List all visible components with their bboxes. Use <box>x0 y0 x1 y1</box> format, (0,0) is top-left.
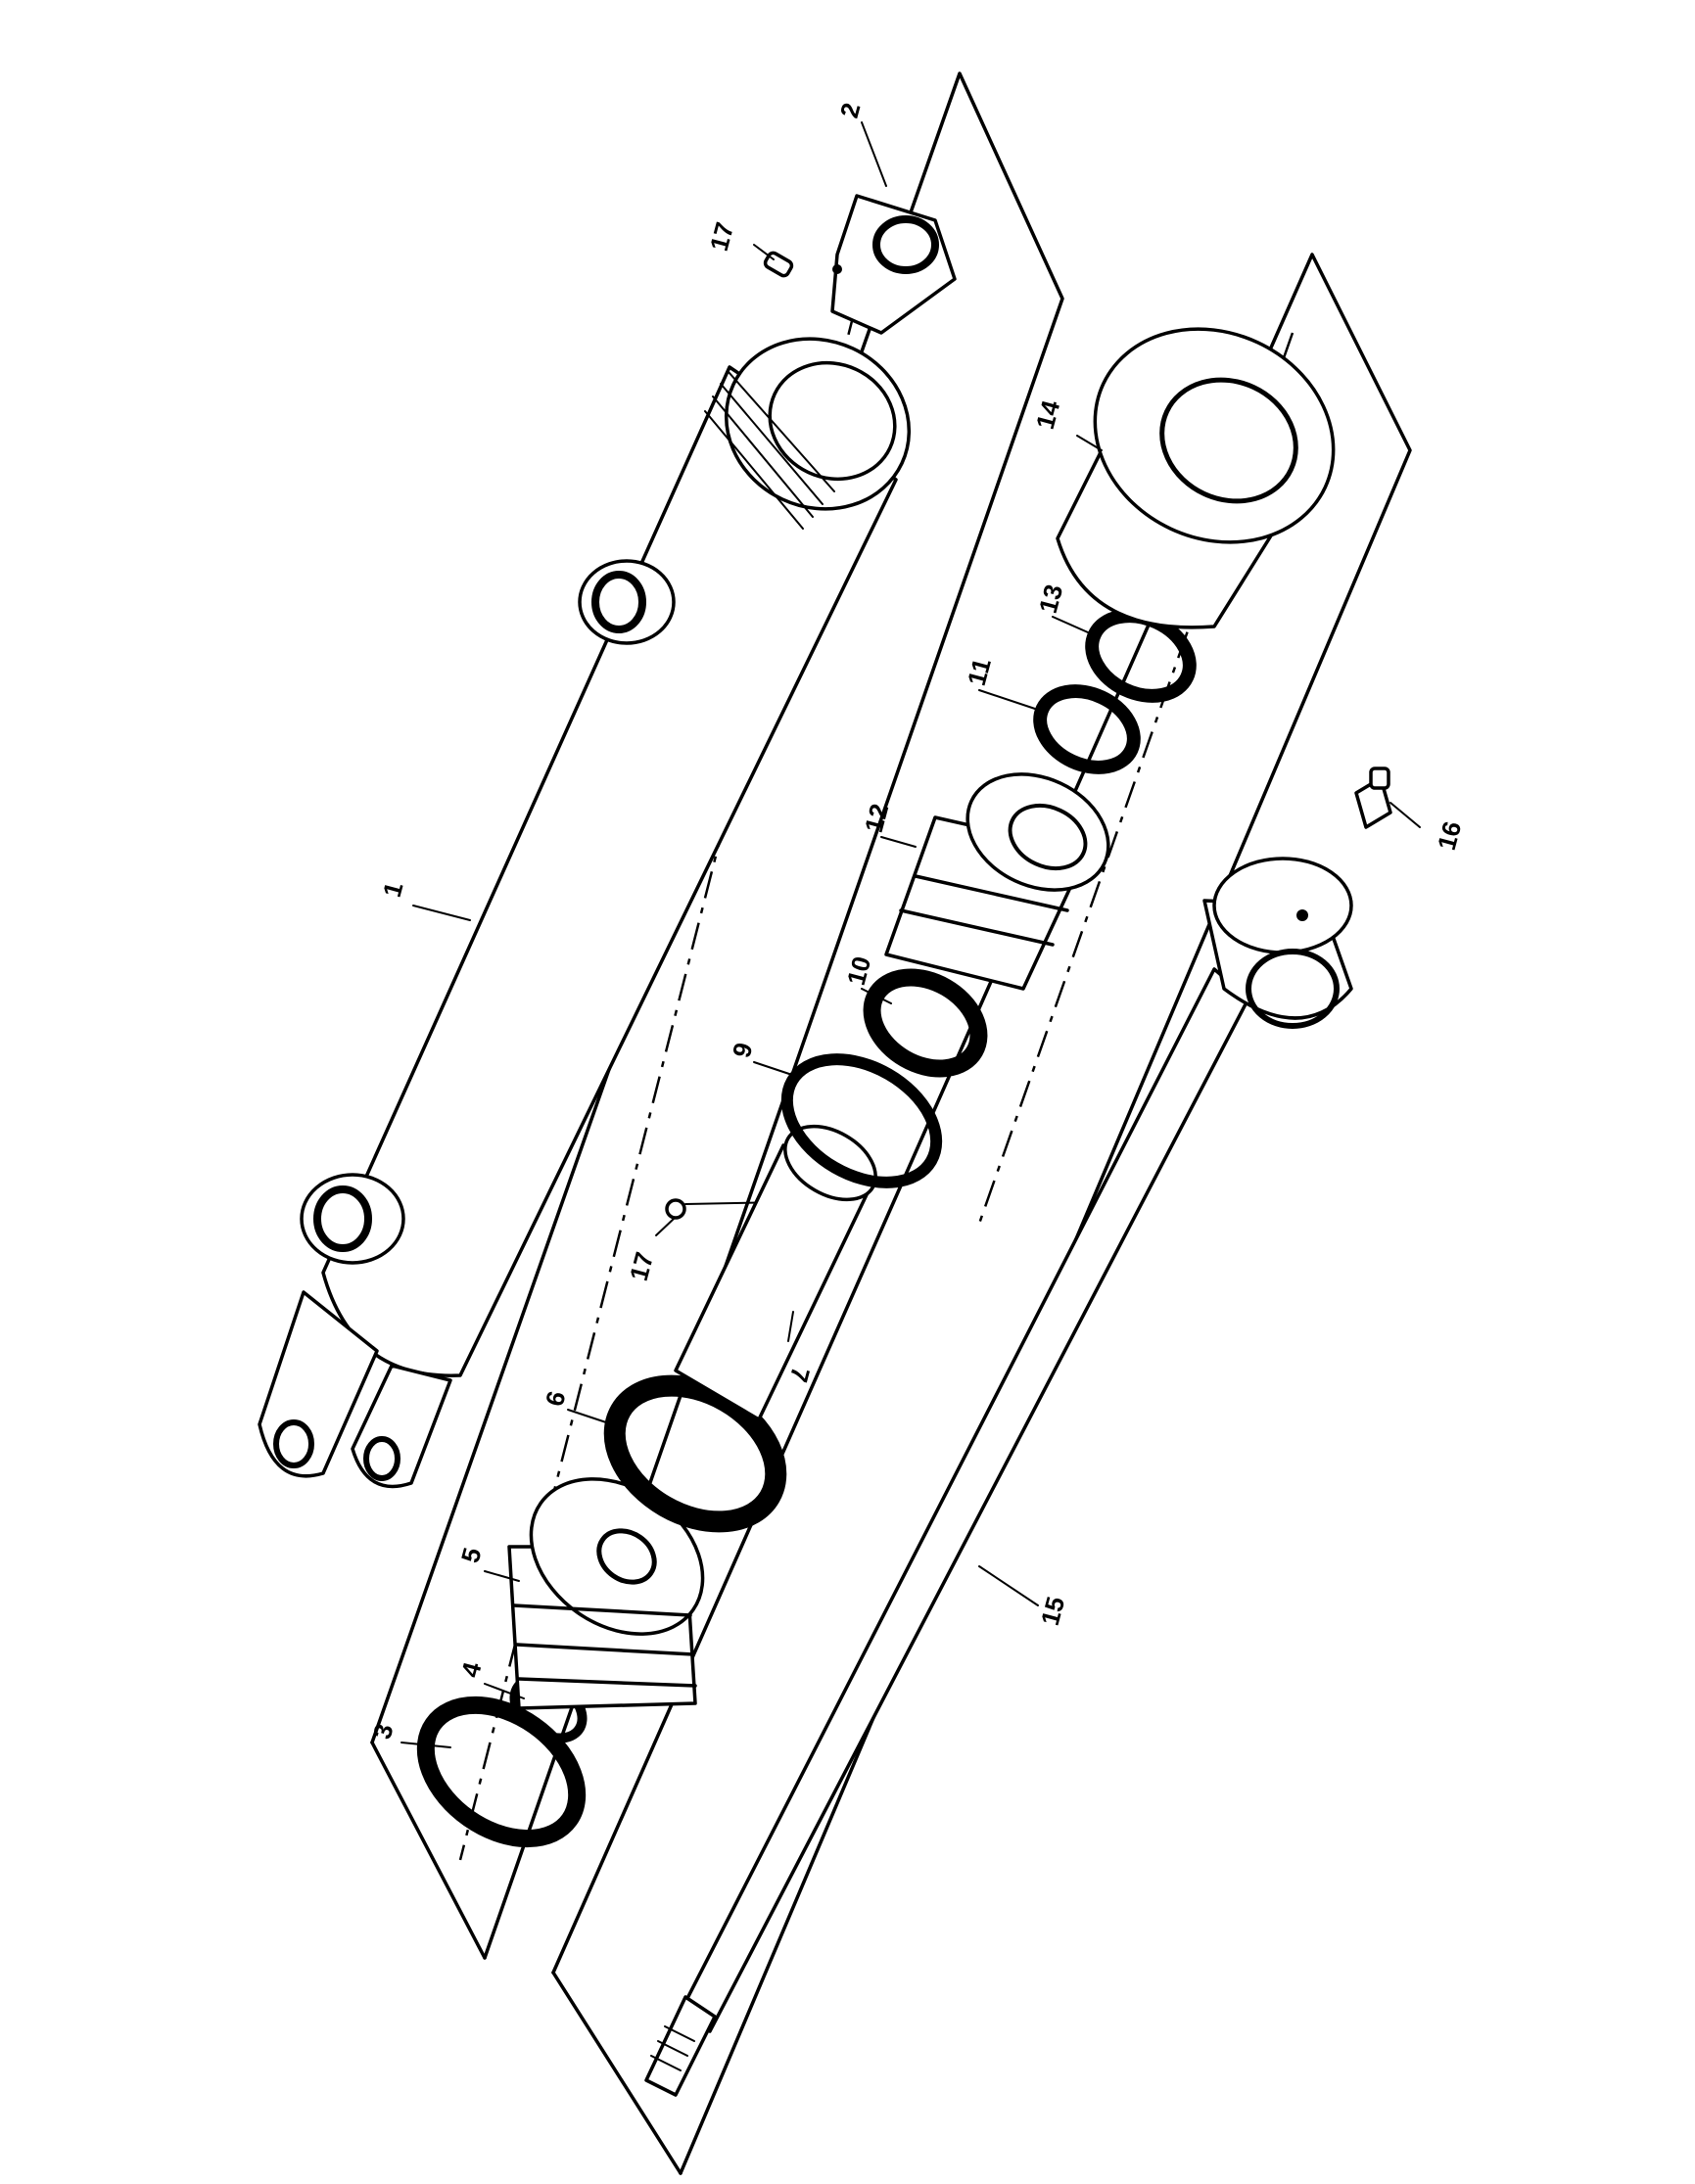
callout-11: 11 <box>962 655 997 688</box>
cylinder-barrel <box>258 337 912 1489</box>
end-cap <box>1056 327 1336 629</box>
callout-14: 14 <box>1030 396 1066 432</box>
barrel-thread-lines <box>704 371 835 530</box>
o-ring-9 <box>780 1053 943 1188</box>
callout-12: 12 <box>859 801 894 836</box>
callout-10: 10 <box>841 953 876 989</box>
callout-5: 5 <box>455 1545 488 1566</box>
piston <box>884 772 1110 991</box>
callout-2: 2 <box>834 100 867 121</box>
callout-15: 15 <box>1035 1594 1070 1629</box>
callout-1: 1 <box>377 879 409 901</box>
callout-13: 13 <box>1033 581 1068 617</box>
callout-17-upper: 17 <box>704 219 739 255</box>
piston-rod <box>644 857 1353 2097</box>
grease-fitting <box>1354 767 1392 829</box>
callout-17-lower: 17 <box>624 1249 659 1284</box>
callout-16: 16 <box>1432 818 1467 854</box>
callout-labels: 1 2 3 4 5 6 7 9 10 11 12 13 14 15 16 17 … <box>367 100 1467 1743</box>
seal-10 <box>863 968 988 1078</box>
callout-9: 9 <box>727 1040 759 1061</box>
callout-6: 6 <box>540 1388 572 1410</box>
seal-11 <box>1033 684 1141 774</box>
hex-fitting <box>830 194 957 335</box>
clevis-ear-right <box>351 1364 452 1489</box>
callout-4: 4 <box>455 1658 488 1680</box>
callout-7: 7 <box>783 1364 816 1385</box>
leader-lines <box>400 121 1421 1748</box>
clevis-ear-left <box>258 1290 379 1478</box>
rod-thread-lines <box>650 2025 695 2071</box>
spacer-tube <box>674 1124 877 1421</box>
set-screw-lower <box>665 1198 686 1220</box>
gland <box>507 1477 705 1710</box>
